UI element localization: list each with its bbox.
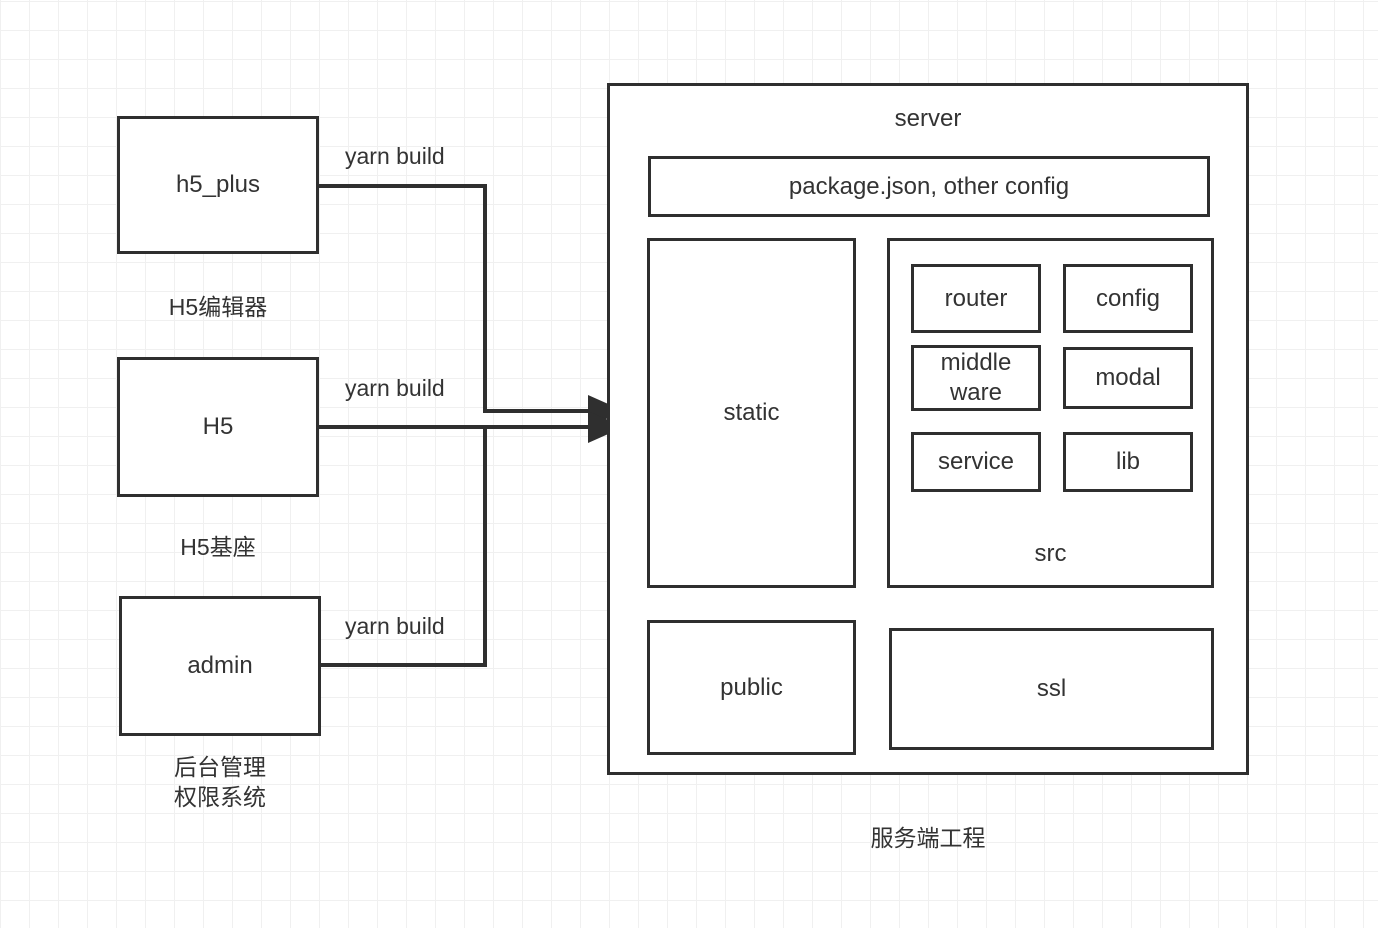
node-modal-label: modal xyxy=(1095,364,1161,391)
node-public-label: public xyxy=(720,673,783,701)
node-admin-label: admin xyxy=(187,652,253,679)
node-package-config[interactable]: package.json, other config xyxy=(648,156,1210,217)
node-middleware-label: middle ware xyxy=(940,349,1012,406)
node-ssl-label: ssl xyxy=(1036,675,1067,702)
node-router-label: router xyxy=(944,284,1008,312)
node-lib[interactable]: lib xyxy=(1063,432,1193,492)
node-ssl[interactable]: ssl xyxy=(889,628,1214,750)
node-public[interactable]: public xyxy=(647,620,856,755)
node-static-label: static xyxy=(723,399,780,426)
caption-admin: 后台管理 权限系统 xyxy=(174,754,266,810)
node-config-label: config xyxy=(1095,284,1161,312)
node-modal[interactable]: modal xyxy=(1063,347,1193,409)
node-service[interactable]: service xyxy=(911,432,1041,492)
edge-label-h5: yarn build xyxy=(345,375,445,401)
node-config[interactable]: config xyxy=(1063,264,1193,333)
caption-server: 服务端工程 xyxy=(870,825,986,851)
node-package-config-label: package.json, other config xyxy=(788,172,1070,200)
node-middleware[interactable]: middle ware xyxy=(911,345,1041,411)
container-src-label: src xyxy=(1034,540,1067,567)
node-static[interactable]: static xyxy=(647,238,856,588)
node-service-label: service xyxy=(937,448,1015,475)
edge-label-admin: yarn build xyxy=(345,613,445,639)
node-h5-label: H5 xyxy=(202,413,234,440)
node-router[interactable]: router xyxy=(911,264,1041,333)
caption-h5-plus: H5编辑器 xyxy=(168,294,268,320)
edge-label-h5-plus: yarn build xyxy=(345,143,445,169)
node-h5[interactable]: H5 xyxy=(117,357,319,497)
node-lib-label: lib xyxy=(1115,448,1140,475)
node-h5-plus-label: h5_plus xyxy=(175,171,261,198)
container-server-label: server xyxy=(894,105,962,132)
node-h5-plus[interactable]: h5_plus xyxy=(117,116,319,254)
caption-h5: H5基座 xyxy=(180,534,256,560)
node-admin[interactable]: admin xyxy=(119,596,321,736)
